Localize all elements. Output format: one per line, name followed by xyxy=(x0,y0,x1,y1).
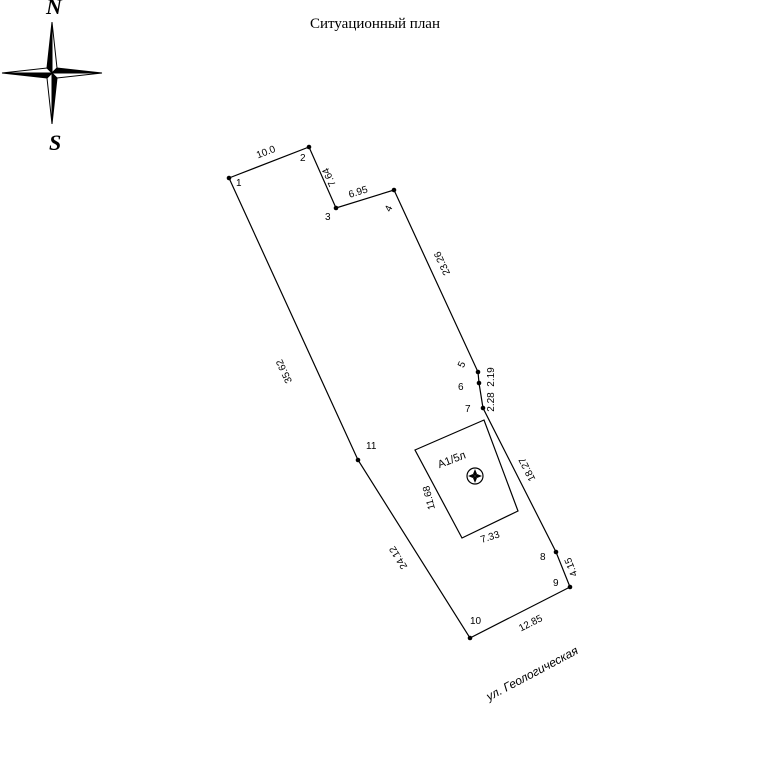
dim-11-1: 35.62 xyxy=(274,357,295,385)
building-outline xyxy=(414,419,519,539)
dim-10-11: 24.12 xyxy=(387,543,410,570)
plan-title: Ситуационный план xyxy=(310,16,440,32)
point-label-2: 2 xyxy=(300,153,306,164)
point-label-6: 6 xyxy=(458,382,464,393)
dim-9-10: 12.85 xyxy=(517,613,545,634)
dim-6-7: 2.28 xyxy=(486,392,497,412)
compass-north: N xyxy=(45,0,63,19)
survey-point-icon xyxy=(466,467,484,485)
dim-5-6: 2.19 xyxy=(486,367,497,387)
point-label-10: 10 xyxy=(470,616,482,627)
dim-4-5: 23.26 xyxy=(432,249,453,277)
compass-south: S xyxy=(49,130,61,155)
parcel-boundary xyxy=(228,146,571,639)
building-label: А1/5л xyxy=(436,449,467,471)
point-label-4: 4 xyxy=(383,204,396,214)
vertex-dots xyxy=(226,144,573,641)
dim-1-2: 10.0 xyxy=(255,144,278,161)
point-label-9: 9 xyxy=(553,578,559,589)
point-label-11: 11 xyxy=(366,441,377,452)
point-label-3: 3 xyxy=(325,212,331,223)
dim-7-8: 18.27 xyxy=(517,455,538,483)
street-name: ул. Геологическая xyxy=(483,643,581,704)
dim-2-3: 7.64 xyxy=(321,165,339,188)
point-label-1: 1 xyxy=(236,178,242,189)
point-label-7: 7 xyxy=(465,404,471,415)
compass-rose-icon: N S xyxy=(1,0,103,155)
building-width: 7.33 xyxy=(479,529,501,546)
point-label-5: 5 xyxy=(456,360,469,370)
point-label-8: 8 xyxy=(540,552,546,563)
